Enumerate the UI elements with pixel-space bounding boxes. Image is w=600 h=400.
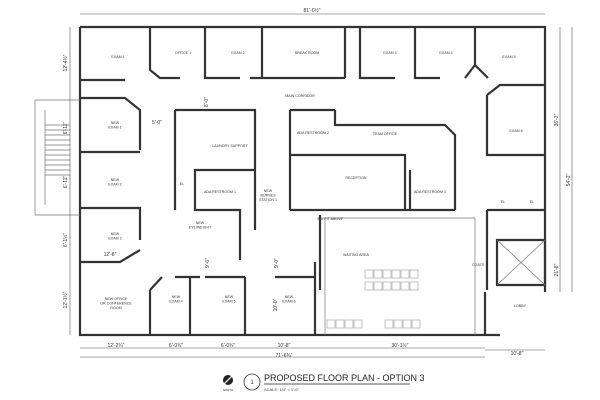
dim-bottom-5: 30'-1½"	[392, 342, 409, 349]
room-break-room: BREAK ROOM	[295, 51, 319, 55]
dim-right-overall: 54'-2"	[566, 173, 572, 186]
dim-right-2: 21'-8"	[554, 263, 560, 276]
waiting-chairs	[326, 269, 421, 329]
room-exam-2: EXAM 2	[231, 51, 244, 55]
soffit-above: SOFFIT ABOVE	[317, 217, 343, 221]
dim-exam6-height: 10'-0"	[273, 298, 279, 311]
room-waiting-area: WAITING AREA	[343, 253, 369, 257]
drawing-title: PROPOSED FLOOR PLAN - OPTION 3	[264, 373, 425, 383]
dim-left-4: 6'-1½"	[62, 233, 69, 247]
drawing-number: 1	[250, 380, 254, 386]
dim-bottom-4: 10'-8"	[278, 343, 291, 349]
dim-left-2: 6'-11"	[63, 122, 69, 135]
room-ada-restroom-1: ADA RESTROOM 1	[204, 190, 236, 194]
room-laundry-support: LAUNDRY SUPPORT	[212, 144, 248, 148]
room-exam-3: EXAM 3	[383, 51, 396, 55]
room-el-2: EL	[501, 200, 505, 204]
dim-left-5: 12'-1½"	[62, 291, 69, 308]
drawing-scale: SCALE: 1/4" = 1'-0"	[264, 387, 299, 392]
dim-bottom-overall: 71'-6¾"	[276, 353, 293, 359]
dim-corridor-1: 8'-0"	[204, 97, 210, 107]
north-arrow-icon: NORTH	[223, 375, 234, 392]
dim-left-3: 6'-11"	[63, 176, 69, 189]
room-lobby: LOBBY	[514, 304, 527, 308]
drawing-number-circle	[243, 373, 261, 391]
dim-hall-1: 9'-6"	[205, 258, 211, 268]
room-exam-5: EXAM 5	[502, 55, 515, 59]
main-corridor: MAIN CORRIDOR	[285, 94, 315, 98]
dim-right-1: 36'-2"	[554, 113, 560, 126]
room-exam-6: EXAM 6	[509, 129, 522, 133]
walls	[34, 25, 547, 337]
dim-hall-2: 9'-0"	[274, 258, 280, 268]
room-ada-restroom-3: ADA RESTROOM 3	[414, 190, 446, 194]
room-team-office: TEAM OFFICE	[373, 132, 398, 136]
dim-bottom-6: 10'-8"	[511, 351, 524, 357]
room-exam-1: EXAM 1	[111, 55, 124, 59]
room-el-3: EL	[530, 200, 534, 204]
dim-bottom-3: 6'-0¾"	[221, 343, 235, 349]
room-el-1: EL	[180, 182, 184, 186]
dim-left-1: 12'-4½"	[62, 54, 69, 71]
dim-bottom-1: 12'-2¾"	[108, 343, 125, 349]
dim-exam3-width: 12'-8"	[104, 252, 117, 258]
dim-top-overall: 81'-0½"	[304, 7, 321, 14]
room-exam-4: EXAM 4	[439, 51, 452, 55]
title-block: NORTH 1 PROPOSED FLOOR PLAN - OPTION 3 S…	[223, 373, 425, 392]
room-reception: RECEPTION	[346, 176, 367, 180]
north-label: NORTH	[223, 388, 234, 392]
dimension-lines	[69, 13, 573, 358]
room-office-1: OFFICE 1	[175, 51, 191, 55]
room-coats: COATS	[472, 263, 485, 267]
room-ada-restroom-2: ADA RESTROOM 2	[297, 131, 329, 135]
stairs	[45, 124, 70, 176]
dim-corridor-2: 5'-0"	[152, 120, 162, 126]
room-labels: EXAM 1 OFFICE 1 EXAM 2 BREAK ROOM EXAM 3…	[100, 51, 534, 310]
dim-bottom-2: 6'-0¾"	[169, 343, 183, 349]
dimension-labels: 81'-0½" 12'-4½" 6'-11" 6'-11" 6'-1½" 12'…	[62, 7, 572, 359]
